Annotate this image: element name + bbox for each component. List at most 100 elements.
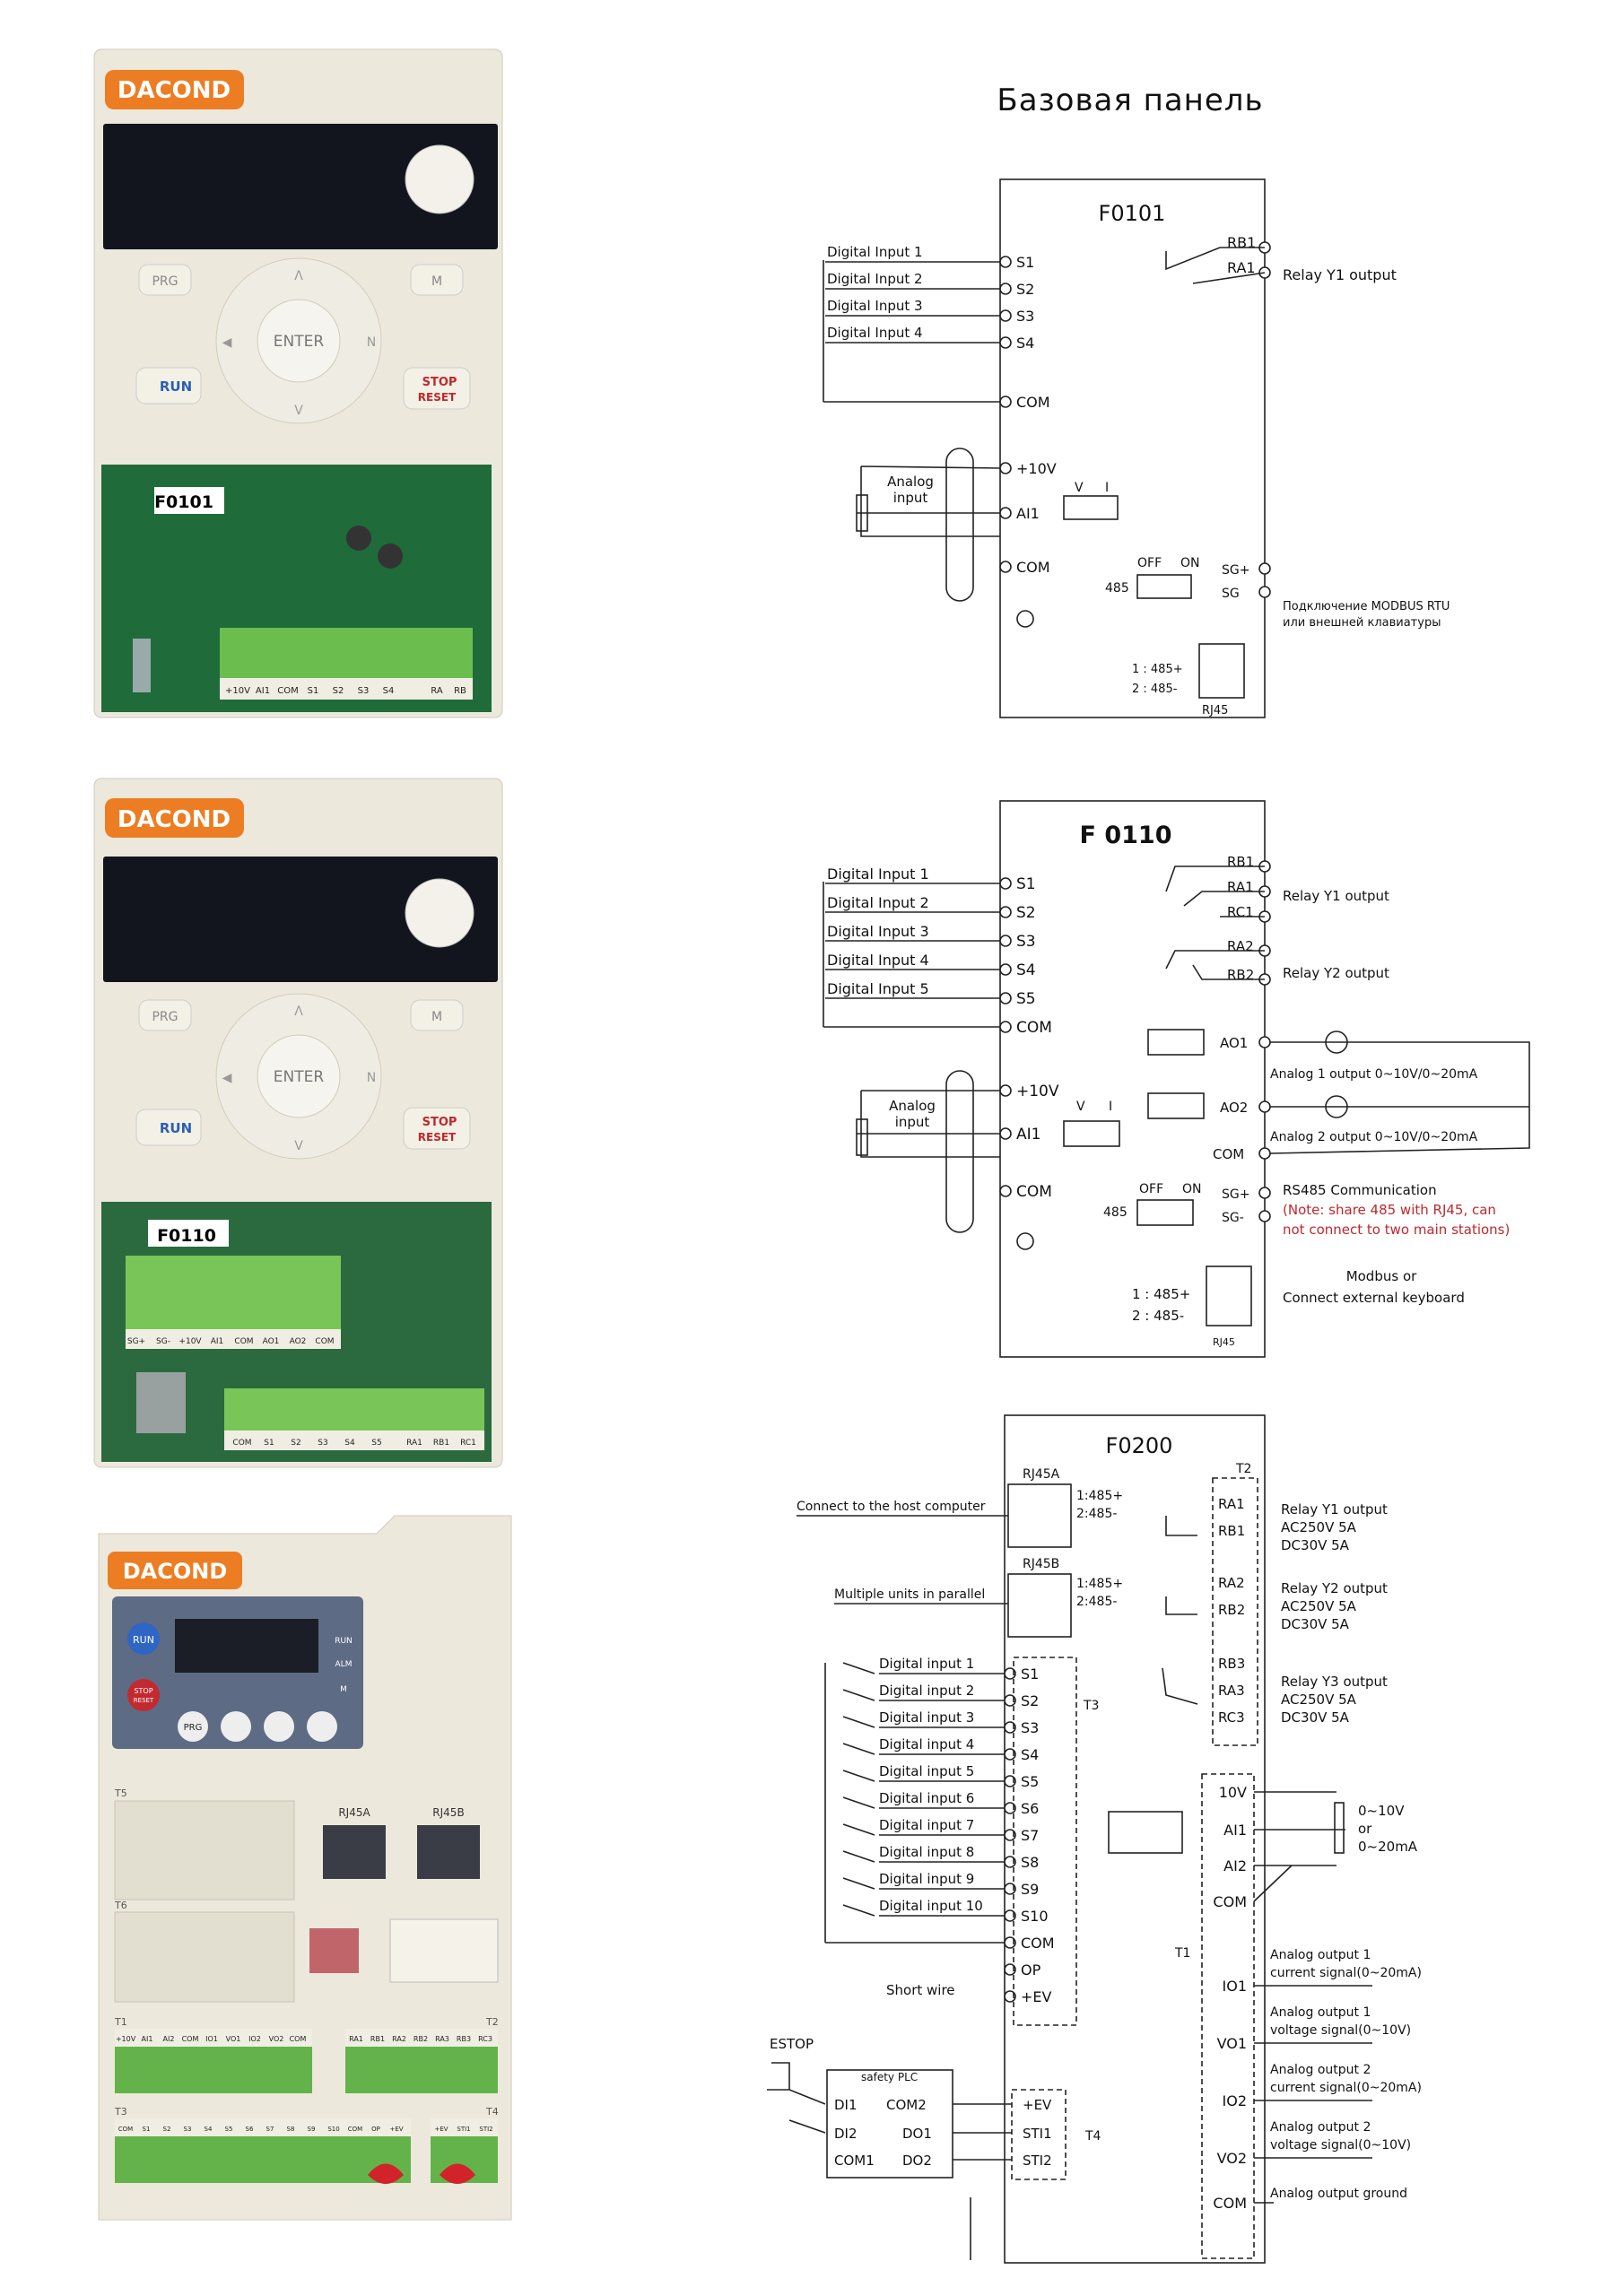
panel-1: DACOND PRG M ENTER Λ V ◀ N RUN STOP RESE… xyxy=(93,48,503,718)
prg-key-3[interactable] xyxy=(178,1711,208,1742)
left-key-3[interactable] xyxy=(221,1711,251,1742)
d2-ao2-label: Analog 2 output 0~10V/0~20mA xyxy=(1270,1130,1478,1144)
d3-rj45a: RJ45A xyxy=(1023,1467,1060,1482)
d3-plc-term: COM1 xyxy=(834,2152,875,2169)
d2-pot xyxy=(856,1118,868,1156)
stop-key-3[interactable] xyxy=(127,1679,160,1711)
d3-t3: T3 xyxy=(1083,1699,1099,1713)
d3-t3-term: S1 xyxy=(1021,1665,1039,1683)
rj45-port-1 xyxy=(133,639,151,692)
d2-input-wires xyxy=(823,882,1000,1028)
terminal-block-2a xyxy=(126,1256,341,1329)
m-key-2[interactable] xyxy=(410,999,464,1031)
d1-rj45-2: 2 : 485- xyxy=(1132,683,1178,696)
right-label-2: N xyxy=(367,1071,376,1085)
d3-relay1-l3: DC30V 5A xyxy=(1281,1537,1350,1553)
d2-relay-term: RB1 xyxy=(1227,854,1254,870)
d3-relay-term: RC3 xyxy=(1218,1709,1245,1726)
prg-key-2[interactable] xyxy=(138,999,192,1031)
d3-relay3-l1: Relay Y3 output xyxy=(1281,1674,1388,1690)
up-key-3[interactable] xyxy=(264,1711,294,1742)
d3-relay-term: RB3 xyxy=(1218,1656,1245,1672)
d3-input-label: Digital input 6 xyxy=(879,1790,974,1806)
terminal-strip-2b xyxy=(224,1431,484,1450)
d3-relay-term: RB2 xyxy=(1218,1602,1245,1618)
d2-ao-wires xyxy=(1269,1041,1530,1154)
terminal-labels-2a: SG+ SG- +10V AI1 COM AO1 AO2 COM xyxy=(127,1337,335,1346)
d2-box xyxy=(999,800,1266,1358)
d3-estop: ESTOP safety PLC DI1 DI2 COM1 COM2 DO1 D… xyxy=(770,2036,1101,2169)
t4-term: STI1 xyxy=(457,2126,470,2133)
t2-term: RA2 xyxy=(392,2035,406,2043)
d1-v: V xyxy=(1075,481,1084,495)
d2-input-label: Digital Input 2 xyxy=(827,894,929,911)
down-key-3[interactable] xyxy=(307,1711,337,1742)
t1-label: S1 xyxy=(308,686,319,696)
d1-input-label: Digital Input 1 xyxy=(827,244,923,260)
rj45a-label: RJ45A xyxy=(338,1806,370,1819)
run-key-2[interactable] xyxy=(135,1109,202,1146)
knob-2[interactable] xyxy=(405,878,475,948)
d3-t4-term: STI1 xyxy=(1023,2126,1052,2142)
rj45a-port xyxy=(323,1825,386,1879)
d2-relay-term: RC1 xyxy=(1227,904,1254,920)
model-tag-1: F0101 xyxy=(154,492,213,512)
d2-off: OFF xyxy=(1139,1182,1163,1196)
d2-jumper-labels: V I OFF ON 485 SG+ SG- xyxy=(1076,1100,1249,1225)
indicator-m: M xyxy=(340,1685,347,1694)
prg-key-1[interactable] xyxy=(138,264,192,296)
enter-key-1[interactable] xyxy=(257,299,341,383)
brand-badge-1 xyxy=(105,70,244,109)
up-label-1: Λ xyxy=(294,269,303,283)
d3-t3-term: S10 xyxy=(1021,1908,1049,1925)
d3-relay-term: RA3 xyxy=(1218,1683,1245,1699)
d3-input-label: Digital input 2 xyxy=(879,1683,974,1699)
d3-relay-term: RA1 xyxy=(1218,1496,1245,1512)
d2-jumper-ao2[interactable] xyxy=(1147,1092,1205,1119)
enter-key-2[interactable] xyxy=(257,1034,341,1118)
d2-analog-2: input xyxy=(895,1114,930,1130)
d3-dip-switch[interactable] xyxy=(1108,1811,1183,1854)
dip-switch-2[interactable] xyxy=(389,1918,499,1983)
stop-key-2[interactable] xyxy=(403,1107,471,1150)
d3-plc-term: DI2 xyxy=(834,2126,858,2142)
slot-t6-label: T6 xyxy=(114,1900,127,1911)
m-key-1[interactable] xyxy=(410,264,464,296)
brand-1: DACOND xyxy=(118,77,231,104)
knob-1[interactable] xyxy=(405,144,475,214)
stop-key-1[interactable] xyxy=(403,367,471,410)
panel-2: DACOND PRG M ENTER Λ V ◀ N RUN STOP RESE… xyxy=(93,778,503,1468)
d1-jumper-ai[interactable] xyxy=(1063,495,1119,520)
d2-input-label: Digital Input 3 xyxy=(827,923,929,940)
d3-t3-term: COM xyxy=(1021,1935,1055,1952)
d3-plc-term: DO1 xyxy=(902,2126,932,2142)
jumper-wire-1 xyxy=(368,2163,404,2184)
t3-term: S7 xyxy=(266,2126,274,2133)
run-key-3[interactable] xyxy=(127,1622,160,1655)
d3-ao4-l1: Analog output 2 xyxy=(1270,2120,1371,2135)
d2-jumper-ai[interactable] xyxy=(1063,1120,1120,1147)
t2b-label: RC1 xyxy=(460,1439,476,1448)
dip-switch-1[interactable] xyxy=(309,1928,359,1973)
d2-jumper-ao1[interactable] xyxy=(1147,1029,1205,1056)
t4-term: STI2 xyxy=(479,2126,492,2133)
d2-rj45-2: 2 : 485- xyxy=(1132,1308,1184,1324)
brand-badge-3 xyxy=(108,1552,242,1589)
t2a-label: AO1 xyxy=(263,1337,280,1346)
d3-t1-term: IO1 xyxy=(1223,1978,1248,1995)
d1-jumper-485[interactable] xyxy=(1136,574,1192,599)
d2-modbus-1: Modbus or xyxy=(1346,1268,1417,1284)
d3-t2-box xyxy=(1212,1477,1258,1746)
run-key-1[interactable] xyxy=(135,367,202,404)
d2-relay-term: RA2 xyxy=(1227,938,1254,954)
d2-jumper-485[interactable] xyxy=(1136,1199,1194,1226)
d2-analog-wires xyxy=(857,1090,1000,1158)
terminal-labels-1: +10V AI1 COM S1 S2 S3 S4 RA RB xyxy=(225,686,466,696)
t1-label: +10V xyxy=(225,686,250,696)
brand-badge-2 xyxy=(105,798,244,838)
d1-pot xyxy=(856,494,868,532)
d3-relay-term: RB1 xyxy=(1218,1523,1245,1539)
t1-term: IO2 xyxy=(248,2035,261,2043)
t2a-label: SG+ xyxy=(127,1337,145,1346)
d3-input-switch xyxy=(842,1796,875,1809)
